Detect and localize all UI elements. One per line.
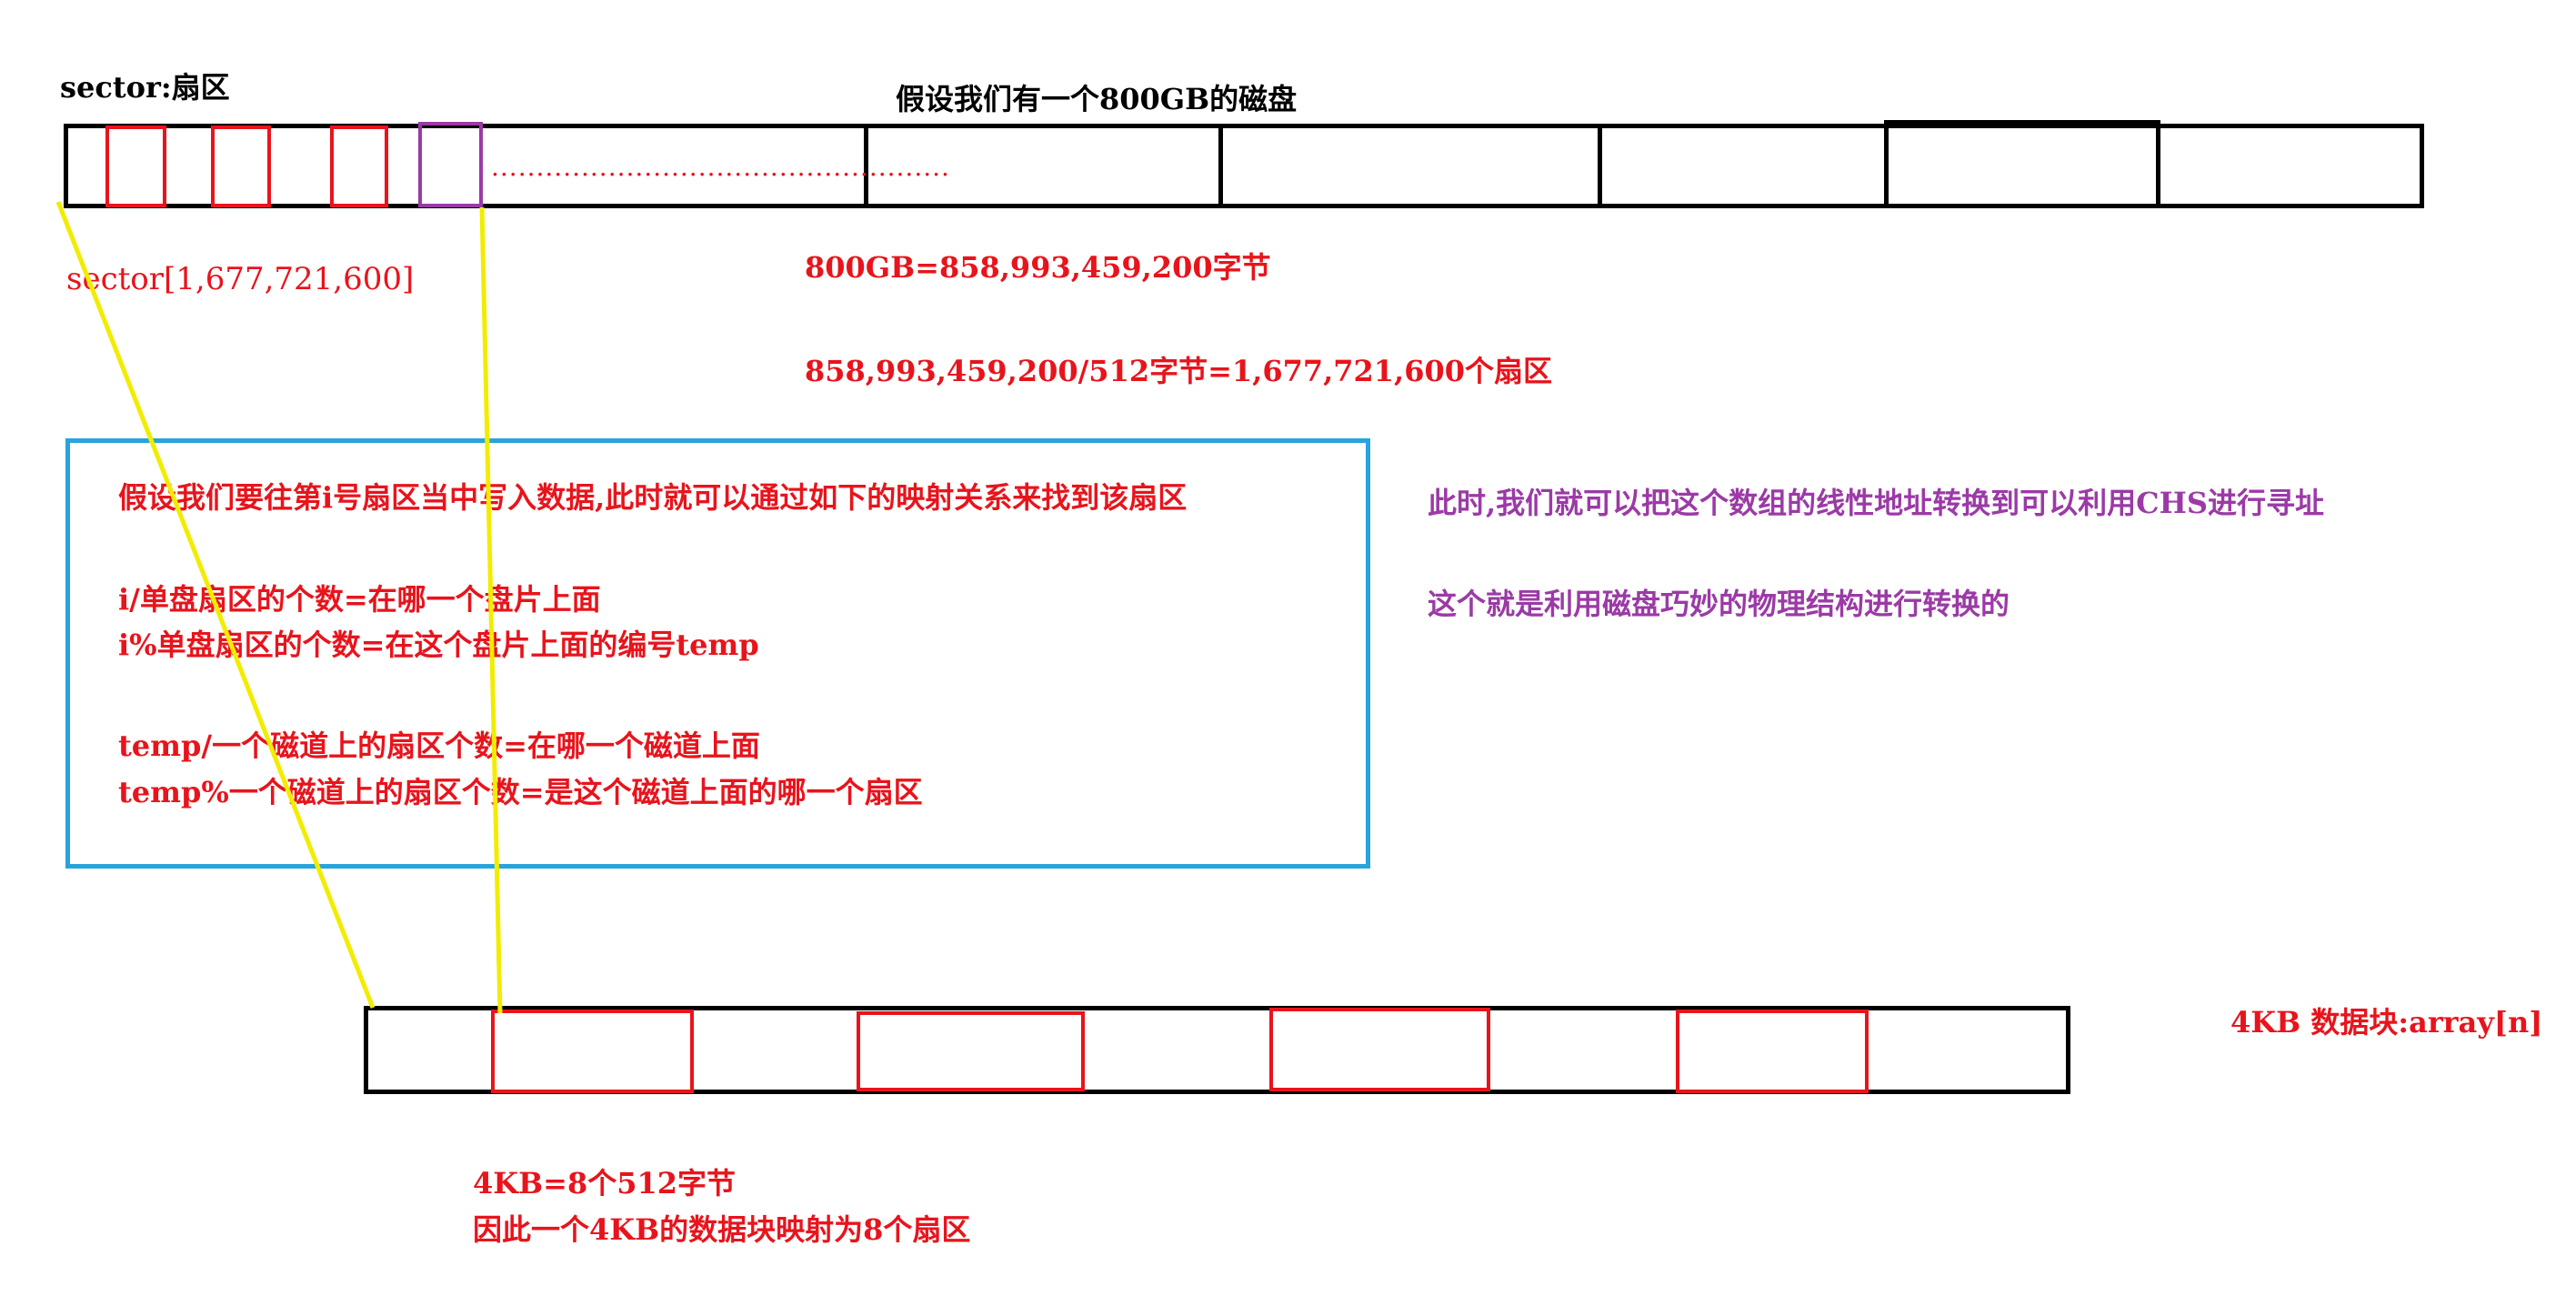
- mapping-intro: 假设我们要往第i号扇区当中写入数据,此时就可以通过如下的映射关系来找到该扇区: [118, 480, 1188, 515]
- capacity-bytes: 800GB=858,993,459,200字节: [805, 250, 1271, 285]
- sector-cell-1: [105, 126, 166, 207]
- block-cell-3: [1269, 1008, 1490, 1091]
- block-cell-1: [491, 1010, 694, 1093]
- block-label: 4KB 数据块:array[n]: [2230, 1005, 2543, 1040]
- sector-cell-3: [330, 126, 388, 207]
- connector-line-left: [55, 201, 376, 1009]
- block-equation: 4KB=8个512字节: [473, 1166, 737, 1201]
- sector-array-label: sector[1,677,721,600]: [66, 261, 415, 297]
- physical-note: 这个就是利用磁盘巧妙的物理结构进行转换的: [1428, 587, 2010, 621]
- chs-note: 此时,我们就可以把这个数组的线性地址转换到可以利用CHS进行寻址: [1428, 486, 2324, 520]
- disk-segment-6: [2156, 124, 2424, 208]
- disk-title: 假设我们有一个800GB的磁盘: [896, 82, 1298, 116]
- block-cell-4: [1676, 1010, 1869, 1093]
- connector-line-right: [479, 206, 503, 1014]
- block-mapping-note: 因此一个4KB的数据块映射为8个扇区: [473, 1212, 971, 1247]
- mapping-line-4: temp%一个磁道上的扇区个数=是这个磁道上面的哪一个扇区: [118, 775, 923, 809]
- block-cell-2: [857, 1011, 1085, 1091]
- mapping-box: [65, 438, 1370, 869]
- block-strip: [364, 1006, 2070, 1094]
- sector-label: sector:扇区: [60, 70, 230, 105]
- sector-dots: ........................................…: [491, 152, 950, 182]
- mapping-line-3: temp/一个磁道上的扇区个数=在哪一个磁道上面: [118, 728, 760, 763]
- sector-cell-highlight: [418, 122, 483, 207]
- sector-cell-2: [211, 126, 271, 207]
- sector-count: 858,993,459,200/512字节=1,677,721,600个扇区: [805, 354, 1552, 388]
- mapping-line-1: i/单盘扇区的个数=在哪一个盘片上面: [118, 582, 601, 617]
